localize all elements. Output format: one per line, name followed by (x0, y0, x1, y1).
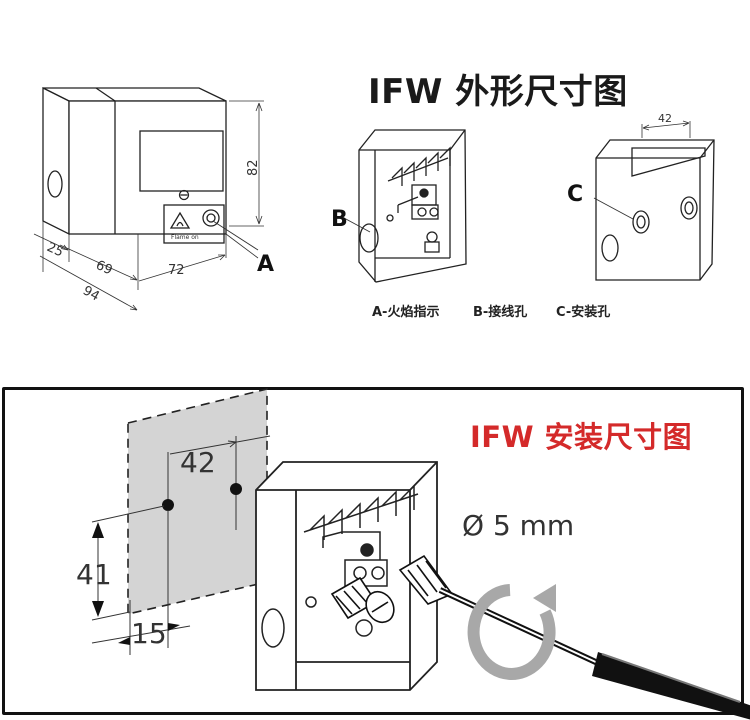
base-back (595, 139, 715, 281)
width-label: 72 (168, 263, 185, 278)
installation-title: IFW 安装尺寸图 (470, 420, 693, 454)
caption-wiring-hole: B-接线孔 (473, 305, 528, 320)
rotate-arrow (467, 584, 556, 680)
total-depth-label: 94 (80, 283, 102, 304)
screw-right (398, 554, 454, 605)
screw-diameter-label: Ø 5 mm (462, 509, 574, 542)
screw-left (330, 576, 395, 624)
height-dimension-label: 82 (246, 159, 261, 176)
callout-a: A (257, 252, 274, 277)
depth-dimensions (33, 221, 259, 311)
callout-b-leader (343, 217, 371, 233)
callout-a-leader (212, 220, 259, 251)
device-outline-left (42, 86, 227, 244)
height-dimension (229, 100, 264, 227)
callout-c: C (567, 182, 583, 207)
wall-plate (127, 387, 268, 616)
install-terminal-block (261, 484, 419, 648)
dimension-diagram: Flame on 82 25 69 72 94 A (33, 86, 715, 311)
mount-vertical-label: 41 (76, 558, 112, 591)
callout-b: B (331, 207, 348, 232)
screwdriver (438, 587, 750, 720)
dimensions-title: IFW 外形尺寸图 (368, 72, 628, 112)
mount-hole-left (162, 499, 174, 511)
mount-vertical-dimension (91, 505, 165, 621)
caption-flame-indicator: A-火焰指示 (372, 305, 440, 320)
mount-offset-label: 15 (131, 617, 167, 650)
installation-panel (2, 387, 744, 715)
device-flame-label: Flame on (171, 234, 199, 241)
side-depth-label: 69 (93, 258, 114, 278)
callout-c-leader (593, 197, 634, 220)
mount-spacing-label: 42 (180, 446, 216, 479)
hole-spacing-label: 42 (658, 112, 672, 125)
mount-hole-right (230, 483, 242, 495)
hole-spacing-dimension (641, 120, 691, 138)
front-depth-label: 25 (44, 240, 65, 260)
open-base (358, 129, 467, 283)
caption-mounting-hole: C-安装孔 (556, 305, 611, 320)
